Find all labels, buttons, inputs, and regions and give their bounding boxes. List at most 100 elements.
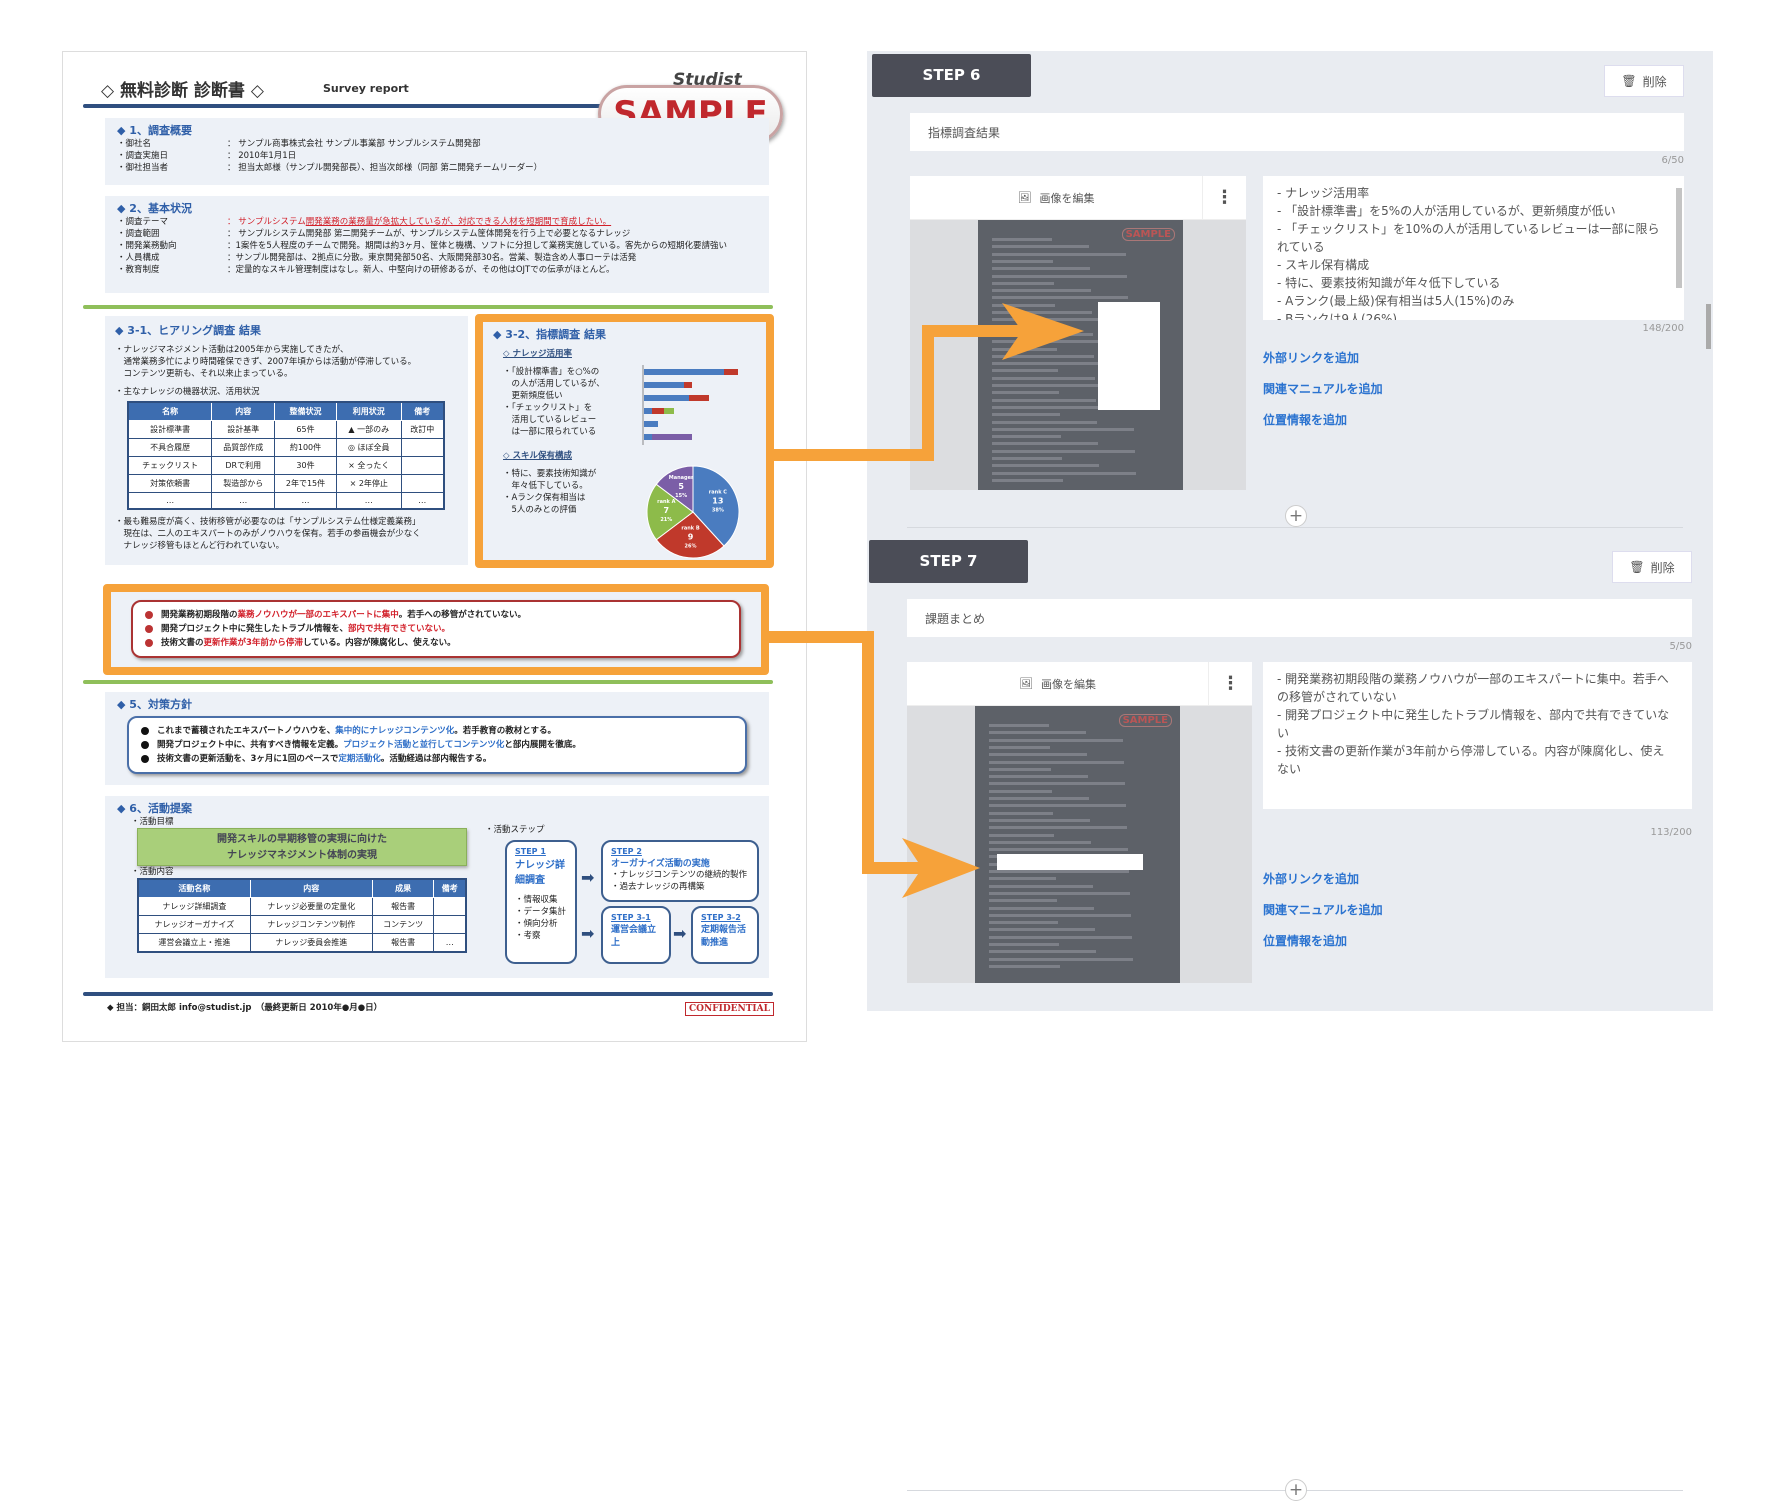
row-value: ： サンプルシステム — [227, 217, 306, 227]
thumbnail-text-line — [992, 435, 1061, 439]
add-location-link[interactable]: 位置情報を追加 — [1263, 413, 1348, 427]
add-related-manual-link[interactable]: 関連マニュアルを追加 — [1263, 382, 1383, 396]
thumbnail-text-line — [989, 950, 1096, 954]
description-line: - 「チェックリスト」を10%の人が活用しているレビューは一部に限ら — [1277, 222, 1660, 236]
step-description-textarea[interactable]: - ナレッジ活用率 - 「設計標準書」を5%の人が活用しているが、更新頻度が低い -… — [1263, 176, 1684, 320]
step-title: 定期報告活動推進 — [701, 925, 747, 948]
step-separator — [907, 527, 1683, 528]
thumbnail-text-line — [989, 848, 1128, 852]
delete-step-button[interactable]: 🗑削除 — [1612, 551, 1692, 583]
text-segment: 開発プロジェクト中に発生したトラブル情報を、 — [161, 624, 349, 634]
row-value: ：サンプル開発部は、2拠点に分散。東京開発部50名、大阪開発部30名。営業、製造… — [227, 253, 637, 263]
text-line: コンテンツ更新も、それ以来止まっている。 — [115, 369, 293, 379]
thumbnail-text-line — [992, 369, 1058, 373]
bar-segment — [724, 369, 738, 375]
more-options-icon[interactable]: ⋮ — [1202, 176, 1246, 219]
table-row: 運営会議立上・推進ナレッジ委員会推進報告書… — [137, 933, 467, 953]
thumbnail-text-line — [989, 826, 1127, 830]
thumbnail-text-line — [989, 935, 1132, 939]
bullet-icon — [141, 740, 149, 749]
thumbnail-text-line — [992, 449, 1135, 453]
thumbnail-text-line — [992, 427, 1134, 431]
table-row: ナレッジ詳細調査ナレッジ必要量の定量化報告書 — [137, 897, 467, 916]
textarea-scrollbar[interactable] — [1676, 188, 1682, 288]
text-line: 現在は、二人のエキスパートのみがノウハウを保有。若手の参画機会が少なく — [115, 529, 421, 539]
section-overview: ◆ 1、調査概要 ・御社名： サンプル商事株式会社 サンプル事業部 サンプルシス… — [105, 118, 769, 185]
text-segment: 。活動経過は部内報告する。 — [380, 754, 492, 764]
bar-segment — [664, 408, 674, 414]
thumbnail-text-line — [992, 398, 1096, 402]
countermeasures-box: これまで蓄積されたエキスパートノウハウを、集中的にナレッジコンテンツ化。若手教育… — [127, 716, 747, 774]
thumbnail-text-line — [989, 767, 1051, 771]
table-cell — [433, 915, 467, 934]
subheading: ◇ スキル保有構成 — [503, 451, 572, 461]
table-row: 不具合履歴品質部作成約100件◎ ほぼ全員 — [127, 438, 445, 457]
bar-segment — [652, 408, 664, 414]
step-no: STEP 1 — [515, 847, 546, 856]
text-line: 5人のみとの評価 — [503, 505, 577, 515]
table-cell: … — [274, 492, 337, 510]
info-row: ・御社担当者： 担当太郎様（サンプル開発部長）、担当次郎様（同部 第二開発チーム… — [117, 162, 757, 174]
text-line: ・ナレッジマネジメント活動は2005年から実施してきたが、 — [115, 345, 349, 355]
column-header: 活動名称 — [137, 878, 251, 898]
edit-image-button[interactable]: 🖼画像を編集 — [910, 190, 1202, 206]
step-no: STEP 3-1 — [611, 913, 651, 922]
row-label: ・調査実施日 — [117, 151, 169, 161]
thumbnail-text-line — [989, 943, 1059, 946]
step-label-tab: STEP 7 — [869, 540, 1028, 583]
add-related-manual-link[interactable]: 関連マニュアルを追加 — [1263, 903, 1383, 917]
row-value: ： サンプルシステム開発部 第二開発チームが、サンプルシステム筐体開発を行う上で… — [227, 229, 631, 239]
pie-slice-rank-c — [692, 465, 740, 547]
document-subtitle: Survey report — [323, 82, 409, 95]
text-line: ・最も難易度が高く、技術移管が必要なのは「サンプルシステム仕様定義業務」 — [115, 517, 421, 527]
table-cell — [433, 897, 467, 916]
step-title-input[interactable]: 課題まとめ — [907, 599, 1692, 637]
table-cell: 約100件 — [274, 438, 337, 457]
thumbnail-text-line — [989, 833, 1054, 837]
thumbnail-text-line — [989, 870, 1129, 873]
text-line: ・ナレッジコンテンツの継続的製作 — [611, 870, 748, 880]
add-external-link-link[interactable]: 外部リンクを追加 — [1263, 872, 1360, 886]
goal-text: 開発スキルの早期移管の実現に向けた — [217, 834, 387, 845]
row-value: ： 担当太郎様（サンプル開発部長）、担当次郎様（同部 第二開発チームリーダー） — [227, 163, 543, 173]
bullet-line: 開発業務初期段階の業務ノウハウが一部のエキスパートに集中。若手への移管がされてい… — [145, 608, 727, 622]
add-external-link-link[interactable]: 外部リンクを追加 — [1263, 351, 1360, 365]
delete-step-button[interactable]: 🗑削除 — [1604, 65, 1684, 97]
add-step-button[interactable]: + — [1285, 1479, 1307, 1501]
thumbnail-text-line — [989, 731, 1086, 735]
issues-box: 開発業務初期段階の業務ノウハウが一部のエキスパートに集中。若手への移管がされてい… — [131, 600, 741, 658]
text-line: ・データ集計 — [515, 907, 567, 917]
table-cell: ◎ ほぼ全員 — [335, 438, 402, 457]
section-heading: ◆ 6、活動提案 — [117, 802, 192, 815]
add-step-button[interactable]: + — [1285, 505, 1307, 527]
thumbnail-text-line — [989, 818, 1090, 822]
text-line: 通常業務多忙により時間確保できず、2007年頃からは活動が停滞している。 — [115, 357, 417, 367]
edit-image-button[interactable]: 🖼画像を編集 — [907, 676, 1208, 692]
step-title: 運営会議立上 — [611, 925, 657, 948]
table-cell: 改訂中 — [400, 420, 445, 439]
title-char-count: 6/50 — [1661, 155, 1684, 166]
step-1-box: STEP 1 ナレッジ詳細調査 ・情報収集・データ集計・傾向分析・考察 — [505, 840, 577, 964]
step-title-input[interactable]: 指標調査結果 — [910, 113, 1684, 151]
table-cell — [400, 456, 445, 475]
info-row: ・調査実施日： 2010年1月1日 — [117, 150, 757, 162]
panel-scrollbar[interactable] — [1706, 304, 1711, 349]
thumbnail-text-line — [992, 442, 1098, 446]
more-options-icon[interactable]: ⋮ — [1208, 662, 1252, 705]
table-cell: ナレッジオーガナイズ — [137, 915, 251, 934]
text-segment: プロジェクト活動と並行してコンテンツ化 — [343, 740, 505, 750]
text-segment: 。若手教育の教材とする。 — [454, 726, 557, 736]
thumbnail-text-line — [989, 884, 1093, 888]
description-line: - 「設計標準書」を5%の人が活用しているが、更新頻度が低い — [1277, 204, 1616, 218]
thumbnail-highlight — [997, 854, 1143, 870]
pie-percent: 26% — [685, 544, 697, 550]
step-3-1-box: STEP 3-1 運営会議立上 — [601, 906, 671, 964]
thumbnail-text-line — [989, 840, 1091, 844]
description-line: - ナレッジ活用率 — [1277, 186, 1370, 200]
step-description-textarea[interactable]: - 開発業務初期段階の業務ノウハウが一部のエキスパートに集中。若手への移管がされ… — [1263, 662, 1692, 809]
description-line: - Aランク(最上級)保有相当は5人(15%)のみ — [1277, 294, 1515, 308]
divider — [83, 104, 773, 108]
add-location-link[interactable]: 位置情報を追加 — [1263, 934, 1348, 948]
